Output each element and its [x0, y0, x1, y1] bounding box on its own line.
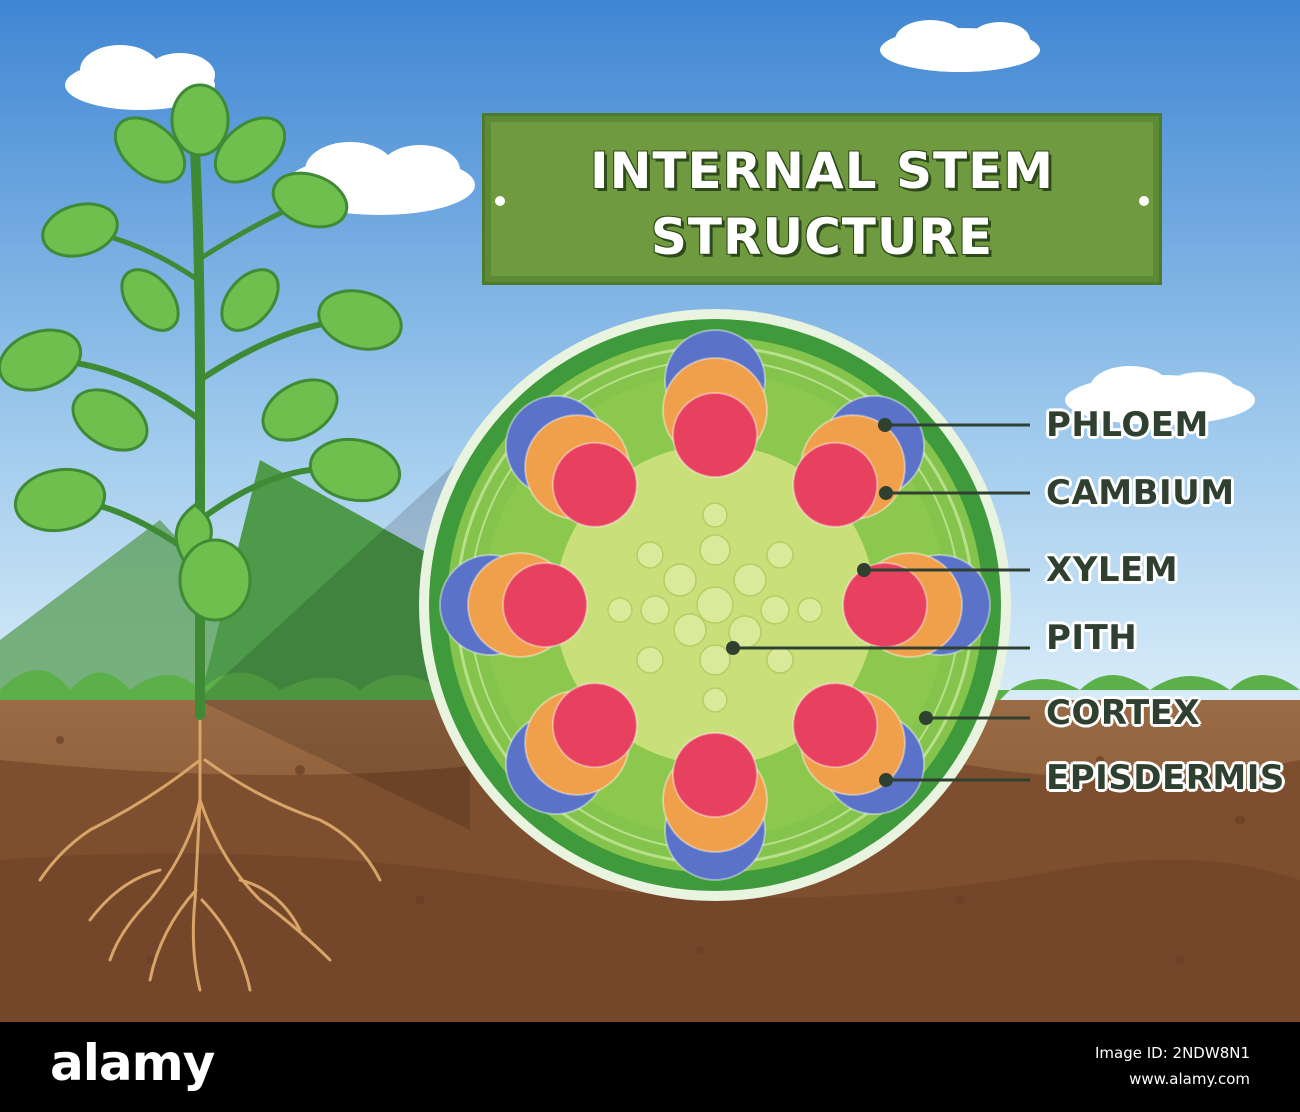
xylem-bundle-7 [502, 562, 588, 648]
title-line-2: STRUCTURE [650, 208, 994, 266]
xylem-bundle-8 [551, 441, 638, 528]
xylem-bundle-5 [672, 732, 758, 818]
brand-logo: alamy [50, 1034, 215, 1092]
label-xylem: XYLEM [1046, 550, 1179, 590]
sign-hole-left [495, 196, 505, 206]
xylem-bundle-1 [672, 392, 758, 478]
label-pith: PITH [1046, 618, 1138, 658]
leaves [0, 83, 403, 622]
xylem-bundle-3 [842, 562, 928, 648]
pointer-lines [733, 423, 1030, 782]
xylem-bundle-2 [792, 441, 879, 528]
label-epidermis: EPISDERMIS [1046, 758, 1285, 798]
image-id: Image ID: 2NDW8N1 [1095, 1044, 1250, 1062]
source-url: www.alamy.com [1129, 1070, 1250, 1088]
label-cortex: CORTEX [1046, 693, 1201, 733]
xylem-bundle-6 [551, 682, 638, 769]
label-cambium: CAMBIUM [1046, 473, 1235, 513]
diagram-title: INTERNAL STEM STRUCTURE [485, 138, 1159, 270]
footer-bar: alamy Image ID: 2NDW8N1 www.alamy.com [0, 1022, 1300, 1112]
xylem-bundle-4 [792, 682, 879, 769]
label-phloem: PHLOEM [1046, 405, 1209, 445]
title-line-1: INTERNAL STEM [589, 142, 1055, 200]
roots [38, 713, 382, 992]
title-sign: INTERNAL STEM STRUCTURE [482, 113, 1162, 285]
stem-cross-section [419, 309, 1011, 901]
sign-hole-right [1139, 196, 1149, 206]
